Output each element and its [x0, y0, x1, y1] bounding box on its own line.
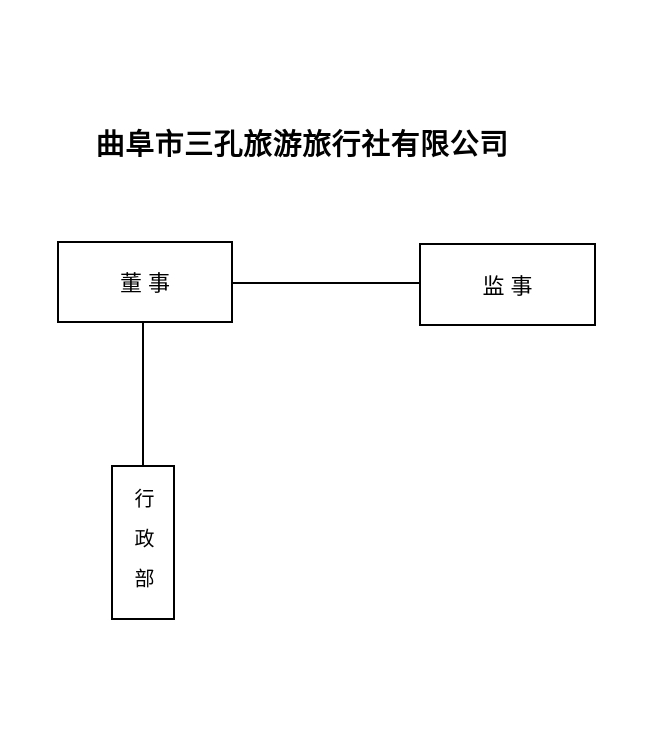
org-node-supervisor-label: 监事: [482, 274, 539, 300]
org-node-admin-dept: 行政部: [111, 465, 175, 620]
connector-director-admin-dept: [142, 323, 144, 465]
connector-director-supervisor: [233, 282, 419, 284]
org-node-director: 董事: [57, 241, 233, 323]
org-node-supervisor: 监事: [419, 243, 596, 326]
org-node-director-label: 董事: [119, 272, 176, 297]
company-title: 曲阜市三孔旅游旅行社有限公司: [96, 127, 510, 161]
org-node-admin-dept-label: 行政部: [131, 488, 155, 608]
